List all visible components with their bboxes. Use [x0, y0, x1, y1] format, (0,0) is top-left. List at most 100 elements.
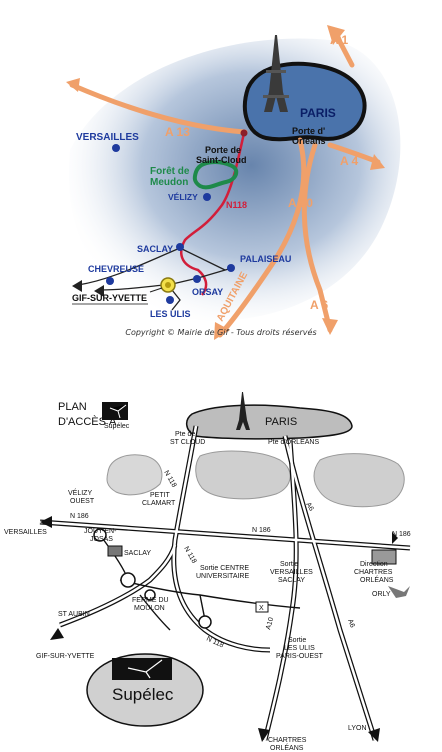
label-sortie-cu-1: Sortie CENTRE [200, 565, 249, 572]
label-porte-saint-cloud-2: Saint-Cloud [196, 155, 247, 165]
road-chevreuse [77, 247, 181, 286]
roundabout-4 [144, 589, 156, 601]
road-a13 [69, 82, 248, 135]
label-petit-clamart-2: CLAMART [142, 500, 176, 507]
label-porte-orleans-1: Porte d' [292, 126, 325, 136]
label-direction-3: ORLÉANS [360, 575, 394, 584]
x-marker-box [255, 601, 269, 613]
saclay-dot [176, 243, 184, 251]
label-jouy-1: JOUY-EN- [84, 528, 117, 535]
arrow-a1-icon [327, 25, 345, 45]
label-porte-orleans-2: Orléans [292, 136, 326, 146]
eiffel-tower-small-icon [236, 392, 250, 430]
supelec-logo-icon [102, 402, 128, 420]
label-sortie-cu-2: UNIVERSITAIRE [196, 573, 249, 580]
road-saclay-palaiseau [179, 247, 226, 271]
label-n186-right: N 186 [392, 531, 411, 538]
arrow-gif-icon [94, 285, 104, 297]
label-velizy-ouest-1: VÉLIZY [68, 488, 92, 497]
label-porte-saint-cloud-1: Porte de [205, 145, 241, 155]
copyright-text: Copyright © Mairie de Gif - Tous droits … [125, 328, 317, 337]
label-versailles: VERSAILLES [76, 132, 139, 143]
arrow-versailles-icon [40, 516, 52, 528]
regional-map: PARIS A 1 A 13 [66, 25, 401, 340]
label-pte-st-cloud-2: ST CLOUD [170, 439, 205, 446]
label-orsay: ORSAY [192, 287, 223, 297]
arrow-n186-right-icon [392, 532, 398, 544]
road-a10 [217, 137, 307, 338]
label-a10: A 10 [288, 196, 313, 210]
label-sortie-ulis-2: LES ULIS [284, 645, 315, 652]
arrow-a6-icon [322, 318, 338, 335]
label-a6-low: A6 [346, 618, 356, 629]
label-ferme-1: FERME DU [132, 597, 169, 604]
label-a1: A 1 [330, 33, 349, 47]
label-petit-clamart-1: PETIT [150, 492, 171, 499]
plane-icon [388, 586, 410, 598]
label-palaiseau: PALAISEAU [240, 254, 291, 264]
arrow-chartres-icon [258, 728, 270, 742]
arrow-gif-icon [50, 628, 64, 640]
foret-meudon-area [192, 160, 239, 190]
orly-building-icon [371, 549, 397, 565]
label-n118: N118 [226, 200, 247, 210]
label-versailles: VERSAILLES [4, 529, 47, 536]
saclay-building-icon [107, 545, 123, 557]
chevreuse-dot [106, 277, 114, 285]
label-jouy-2: JOSAS [90, 536, 113, 543]
label-st-aubin: ST AUBIN [58, 611, 90, 618]
road-n118 [180, 132, 246, 296]
label-x-mark: X [259, 605, 264, 612]
title-brand: Supélec [104, 423, 130, 430]
arrow-lyon-icon [368, 728, 380, 742]
label-chartres-1: CHARTRES [268, 737, 307, 744]
palaiseau-dot [227, 264, 235, 272]
label-orly: ORLY [372, 591, 391, 598]
arrow-a10-icon [214, 322, 230, 340]
gif-leader-line [149, 287, 163, 293]
label-a4: A 4 [340, 154, 359, 168]
porte-saint-cloud-dot [240, 129, 248, 137]
label-pte-st-cloud-1: Pte de [175, 431, 195, 438]
roundabout-2 [93, 528, 107, 542]
velizy-dot [203, 193, 211, 201]
label-sortie-ulis-1: Sortie [288, 637, 306, 644]
label-sortie-vs-2: VERSAILLES [270, 569, 313, 576]
label-sortie-vs-3: SACLAY [278, 577, 305, 584]
campus-brand: Supélec [112, 685, 174, 704]
orsay-dot [193, 275, 201, 283]
urban-area-2 [195, 450, 291, 500]
label-direction-2: CHARTRES [354, 569, 393, 576]
gif-marker-icon [160, 277, 176, 293]
label-velizy-ouest-2: OUEST [70, 498, 95, 505]
label-saclay: SACLAY [137, 244, 173, 254]
paris-label: PARIS [300, 106, 336, 120]
arrow-a13-icon [66, 78, 80, 92]
label-gif: GIF-SUR-YVETTE [36, 653, 95, 660]
label-chartres-2: ORLÉANS [270, 743, 304, 752]
versailles-dot [112, 144, 120, 152]
label-a6: A 6 [310, 298, 329, 312]
les-ulis-dot [166, 296, 174, 304]
road-a6 [301, 142, 333, 333]
label-chevreuse: CHEVREUSE [88, 264, 144, 274]
arrow-chevreuse-icon [72, 280, 82, 292]
label-foret-1: Forêt de [150, 166, 190, 177]
label-n186-left: N 186 [70, 513, 89, 520]
paris2-label: PARIS [265, 416, 297, 428]
label-n118-mid: N 118 [182, 546, 197, 565]
label-a10: A10 [265, 617, 275, 631]
plan-title-line1: PLAN [58, 401, 87, 413]
label-pte-orleans: Pte d'ORLÉANS [268, 437, 319, 446]
road-moulon [139, 594, 171, 631]
label-a6-top: A6 [304, 502, 314, 513]
label-direction-1: Direction [360, 561, 388, 568]
label-sortie-vs-1: Sortie [280, 561, 298, 568]
label-n186-mid: N 186 [252, 527, 271, 534]
label-n118-top: N 118 [162, 470, 177, 489]
label-lyon: LYON [348, 725, 367, 732]
arrow-a4-icon [370, 154, 385, 170]
eiffel-tower-icon [263, 35, 289, 112]
label-sortie-ulis-3: PARIS-OUEST [276, 653, 324, 660]
urban-area-1 [106, 454, 163, 496]
